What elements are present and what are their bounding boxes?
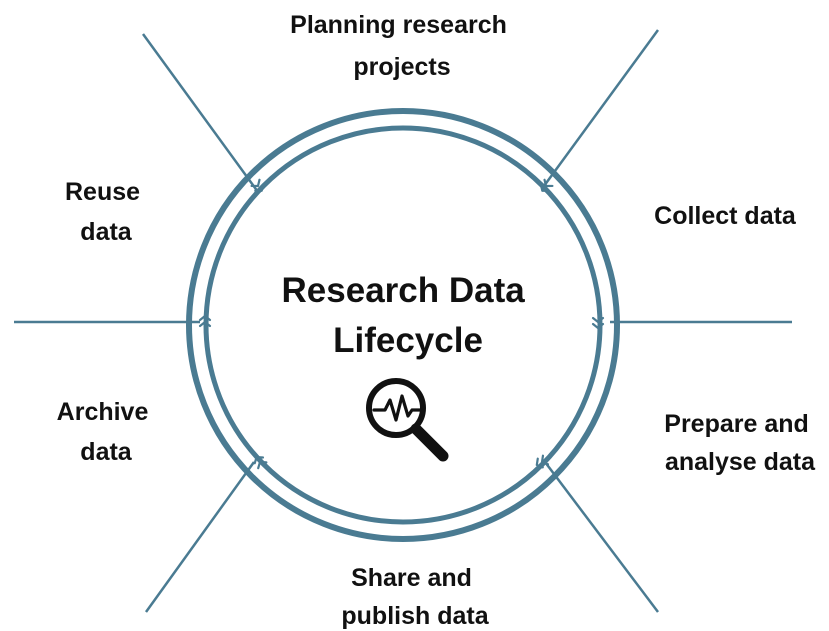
arrow-bottom-left xyxy=(253,455,268,470)
magnifier-heartbeat-icon xyxy=(366,378,449,462)
stage-collect-data: Collect data xyxy=(654,202,797,230)
stage-prepare-and-analyse-data: Prepare and analyse data xyxy=(664,410,816,476)
spokes xyxy=(14,29,792,613)
stage-reuse-data: Reuse data xyxy=(65,178,147,246)
outer-ring xyxy=(186,108,620,542)
spoke-bottom-right xyxy=(544,461,659,613)
arrow-top-left xyxy=(250,178,265,192)
stage-planning-research-projects: Planning research projects xyxy=(290,11,514,81)
arrow-left xyxy=(198,314,212,328)
stage-archive-data: Archive data xyxy=(57,398,156,466)
spoke-top-right xyxy=(542,29,660,187)
lifecycle-title: Research Data Lifecycle xyxy=(282,271,535,360)
spoke-bottom-left xyxy=(144,461,256,613)
title-line-2: Lifecycle xyxy=(333,321,483,360)
title-line-1: Research Data xyxy=(282,271,526,310)
arrow-top-right xyxy=(539,178,554,192)
spoke-top-left xyxy=(141,33,260,193)
arrow-bottom-right xyxy=(535,454,550,469)
ring-arrows xyxy=(198,178,605,470)
stage-share-and-publish-data: Share and publish data xyxy=(341,564,489,630)
arrow-right xyxy=(591,316,605,330)
